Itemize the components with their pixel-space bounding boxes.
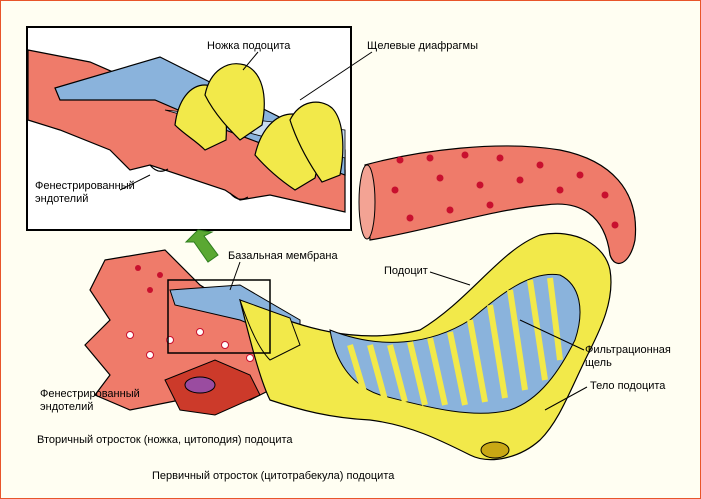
label-slit-diaphragms: Щелевые диафрагмы bbox=[367, 40, 478, 53]
label-podocyte: Подоцит bbox=[384, 265, 428, 278]
label-podocyte-body: Тело подоцита bbox=[590, 380, 665, 393]
zoom-arrow-icon bbox=[186, 230, 218, 262]
label-filtration-slit: Фильтрационная щель bbox=[585, 344, 695, 370]
label-secondary-process: Вторичный отросток (ножка, цитоподия) по… bbox=[37, 434, 293, 447]
label-fenestrated-endothelium-inset: Фенестрированный эндотелий bbox=[35, 180, 147, 206]
label-primary-process: Первичный отросток (цитотрабекула) подоц… bbox=[152, 470, 394, 483]
label-podocyte-foot: Ножка подоцита bbox=[207, 40, 290, 53]
label-fenestrated-endothelium: Фенестрированный эндотелий bbox=[40, 388, 152, 414]
label-basal-membrane: Базальная мембрана bbox=[228, 250, 338, 263]
